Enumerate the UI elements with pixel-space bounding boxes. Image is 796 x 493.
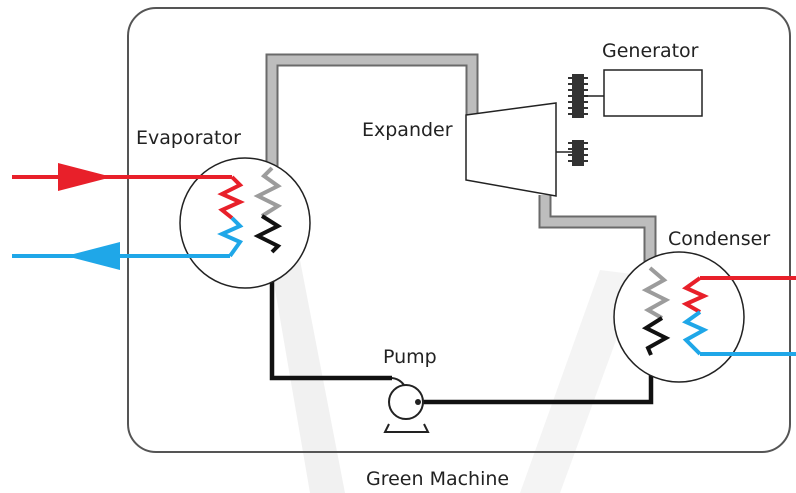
watermark-shape xyxy=(520,270,640,493)
generator-label: Generator xyxy=(602,40,699,62)
gear-icon xyxy=(568,74,588,118)
evaporator-label: Evaporator xyxy=(136,127,241,149)
liquid-pipe-condenser-to-pump xyxy=(418,355,654,405)
machine-label: Green Machine xyxy=(366,468,509,490)
generator-box xyxy=(603,69,703,117)
vapor-pipe-to-expander xyxy=(265,53,479,168)
condenser-liquid-coil xyxy=(641,316,671,356)
condenser-hot-coil xyxy=(681,276,709,314)
evaporator-cold-coil xyxy=(217,216,244,258)
gear-icon xyxy=(568,140,588,166)
pump-label: Pump xyxy=(383,346,437,368)
expander-body xyxy=(465,102,557,197)
cold-outlet-arrow-icon xyxy=(66,242,120,270)
pump-icon xyxy=(383,377,430,433)
machine-housing xyxy=(127,7,791,453)
expander-label: Expander xyxy=(362,119,453,141)
condenser-circle xyxy=(613,251,745,383)
condenser-cold-coil xyxy=(681,310,709,356)
evaporator-liquid-coil xyxy=(253,214,283,254)
condenser-vapor-coil xyxy=(641,266,671,320)
evaporator-hot-coil xyxy=(217,175,245,220)
hot-inlet-arrow-icon xyxy=(58,163,112,191)
liquid-pipe-pump-to-evaporator xyxy=(269,252,392,381)
evaporator-vapor-coil xyxy=(253,166,283,218)
condenser-label: Condenser xyxy=(668,228,770,250)
vapor-pipe-to-condenser-inner xyxy=(540,195,655,268)
vapor-pipe-to-expander-inner xyxy=(267,55,477,168)
vapor-pipe-to-condenser xyxy=(538,195,657,268)
